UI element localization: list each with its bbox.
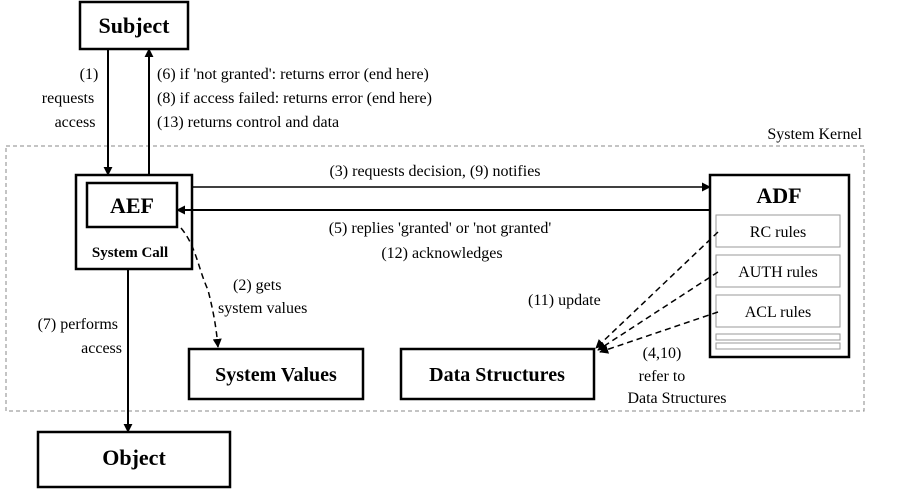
auth-refer-arrow bbox=[597, 271, 719, 351]
subject-label: Subject bbox=[99, 13, 171, 38]
data-structures-box bbox=[399, 347, 596, 401]
performs-access-label: (7) performs access bbox=[38, 316, 122, 357]
replies-label: (5) replies 'granted' or 'not granted' (… bbox=[329, 220, 556, 262]
system-call-label: System Call bbox=[92, 245, 168, 261]
acl-rules-label: ACL rules bbox=[745, 304, 812, 321]
acl-refer-arrow bbox=[599, 311, 719, 354]
requests-decision-label: (3) requests decision, (9) notifies bbox=[329, 163, 540, 180]
update-label: (11) update bbox=[528, 292, 601, 309]
requests-access-label: (1) requests access bbox=[42, 66, 103, 131]
acl-rules-box bbox=[715, 294, 841, 328]
empty-rules-box-2 bbox=[715, 342, 841, 350]
refer-label: (4,10) refer to Data Structures bbox=[627, 345, 726, 407]
rc-refer-arrow bbox=[595, 231, 719, 349]
rc-rules-label: RC rules bbox=[750, 224, 806, 241]
auth-rules-label: AUTH rules bbox=[738, 264, 818, 281]
system-kernel-boundary bbox=[5, 145, 865, 412]
object-label: Object bbox=[102, 445, 166, 470]
empty-rules-box-1 bbox=[715, 333, 841, 341]
system-values-label: System Values bbox=[215, 364, 337, 386]
aef-label: AEF bbox=[110, 193, 154, 218]
aef-box bbox=[85, 181, 179, 229]
returns-label: (6) if 'not granted': returns error (end… bbox=[157, 66, 436, 131]
data-structures-label: Data Structures bbox=[429, 364, 565, 386]
auth-rules-box bbox=[715, 254, 841, 288]
adf-label: ADF bbox=[756, 183, 801, 208]
gets-values-label: (2) gets system values bbox=[218, 277, 307, 317]
system-kernel-label: System Kernel bbox=[767, 126, 862, 143]
rc-rules-box bbox=[715, 214, 841, 248]
object-box bbox=[36, 430, 232, 489]
system-values-box bbox=[187, 347, 365, 401]
subject-box bbox=[78, 0, 190, 51]
